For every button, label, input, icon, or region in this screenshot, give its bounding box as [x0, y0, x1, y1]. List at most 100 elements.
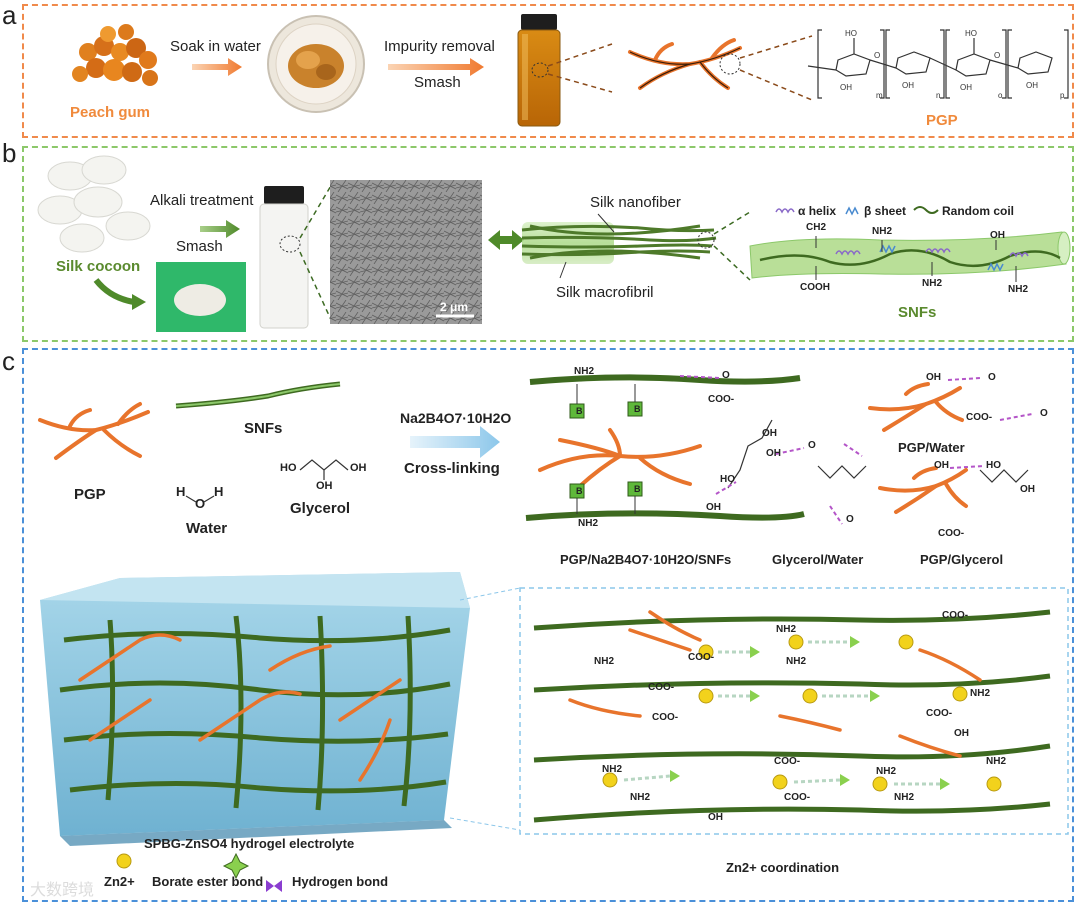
watermark: 大数跨境	[30, 882, 95, 899]
silk-macrofibril-label: Silk macrofibril	[556, 284, 654, 301]
arrow-cocoon-powder	[93, 278, 135, 305]
zn-coordination-label: Zn2+ coordination	[726, 860, 840, 875]
network-nh2-top: NH2	[574, 366, 595, 377]
zn-coo-6: COO-	[774, 756, 801, 767]
zn-coo-4: COO-	[652, 712, 679, 723]
soak-label: Soak in water	[170, 38, 261, 55]
boron-1: B	[576, 406, 583, 416]
panel-a	[22, 4, 1074, 138]
arrow-impurity	[388, 58, 484, 76]
boron-3: B	[576, 486, 583, 496]
glycerol-oh-network-top: OH	[762, 428, 777, 439]
scale-bar-label: 2 μm	[440, 300, 469, 314]
boron-4: B	[634, 484, 641, 494]
glycerol-icon	[299, 459, 349, 480]
zn-legend-label: Zn2+	[104, 874, 135, 889]
petri-dish-image	[267, 15, 365, 113]
hbond-legend-label: Hydrogen bond	[292, 874, 389, 889]
silk-macrofibril-image	[521, 222, 717, 264]
glycerol-oh-mid: OH	[316, 480, 333, 492]
zn-nh2-3: NH2	[786, 656, 807, 667]
pgpw-water-o-2: O	[1040, 408, 1048, 419]
svg-text:o: o	[998, 91, 1003, 100]
boron-2: B	[634, 404, 641, 414]
silk-nanofiber-label: Silk nanofiber	[590, 194, 681, 211]
water-label: Water	[186, 520, 228, 537]
glycerol-ho: HO	[280, 462, 297, 474]
pgpg-ho: HO	[986, 460, 1001, 471]
ch2-label: CH2	[806, 222, 827, 233]
panel-a-label: a	[2, 0, 17, 30]
water-h-left: H	[176, 484, 186, 499]
nh2-label-1: NH2	[872, 226, 893, 237]
pgpw-oh: OH	[926, 372, 941, 383]
svg-text:O: O	[874, 51, 880, 60]
zn-coo-3: COO-	[648, 682, 675, 693]
panel-c-label: c	[2, 346, 15, 376]
alpha-helix-icon	[775, 208, 795, 214]
arrow-soak	[192, 58, 242, 76]
network-coo: COO-	[708, 394, 735, 405]
zn-coo-5: COO-	[926, 708, 953, 719]
zn-nh2-2: NH2	[594, 656, 615, 667]
zn-nh2-4: NH2	[970, 688, 991, 699]
pgpw-coo: COO-	[966, 412, 993, 423]
svg-text:HO: HO	[965, 29, 977, 38]
snfs-label-b: SNFs	[898, 304, 937, 321]
borate-legend-icon	[222, 852, 250, 880]
water-o-network: O	[722, 370, 730, 381]
glycerol-water-label: Glycerol/Water	[772, 552, 864, 567]
borate-legend-label: Borate ester bond	[152, 874, 264, 889]
smash-label-a: Smash	[414, 74, 461, 91]
network-oh-bottom: OH	[706, 502, 721, 513]
hydrogel-3d-block	[40, 572, 470, 846]
zn-coordination-box	[519, 587, 1069, 835]
panel-c	[22, 348, 1074, 902]
hbond-lines	[679, 375, 1033, 525]
oh-label-b: OH	[990, 230, 1005, 241]
pgpg-oh-2: OH	[1020, 484, 1035, 495]
peach-gum-label: Peach gum	[70, 104, 151, 121]
borax-label: Na2B4O7·10H2O	[400, 410, 512, 426]
alpha-helix-label: α helix	[798, 204, 837, 218]
beta-sheet-label: β sheet	[864, 204, 907, 218]
nh2-label-2: NH2	[922, 278, 943, 289]
svg-text:OH: OH	[840, 83, 852, 92]
zn-coo-2: COO-	[688, 652, 715, 663]
zn-oh-2: OH	[708, 812, 723, 823]
pgpg-oh: OH	[934, 460, 949, 471]
cooh-label: COOH	[800, 282, 830, 293]
pgpg-coo: COO-	[938, 528, 965, 539]
panel-b-label: b	[2, 138, 17, 168]
crosslinked-network	[525, 374, 805, 521]
pgp-water-fiber	[868, 382, 964, 432]
glycerol-oh-network-mid: OH	[766, 448, 781, 459]
svg-text:p: p	[1060, 91, 1065, 100]
snfs-label-c: SNFs	[244, 420, 283, 437]
svg-text:OH: OH	[960, 83, 972, 92]
arrow-cross-linking	[410, 426, 500, 458]
zn-coordination-diagram	[533, 609, 1051, 823]
arrow-alkali	[200, 220, 240, 238]
zn-legend-icon	[116, 853, 132, 869]
pgpw-water-o: O	[988, 372, 996, 383]
water-icon	[185, 495, 215, 503]
pgp-label-a: PGP	[926, 112, 958, 129]
zn-nh2-8: NH2	[630, 792, 651, 803]
random-coil-label: Random coil	[942, 204, 1015, 218]
cross-linking-label: Cross-linking	[404, 460, 500, 477]
electrolyte-label: SPBG-ZnSO4 hydrogel electrolyte	[144, 836, 355, 851]
silk-cocoon-image	[37, 155, 151, 253]
network-label: PGP/Na2B4O7·10H2O/SNFs	[560, 552, 732, 567]
gw-water-o-top: O	[808, 440, 816, 451]
pgp-water-label: PGP/Water	[898, 440, 965, 455]
pgp-glycerol-label: PGP/Glycerol	[920, 552, 1004, 567]
zn-oh-1: OH	[954, 728, 969, 739]
zn-nh2-6: NH2	[602, 764, 623, 775]
silk-cocoon-label: Silk cocoon	[56, 258, 141, 275]
panel-b	[22, 146, 1074, 342]
pgp-vial-image	[517, 14, 561, 127]
svg-text:HO: HO	[845, 29, 857, 38]
